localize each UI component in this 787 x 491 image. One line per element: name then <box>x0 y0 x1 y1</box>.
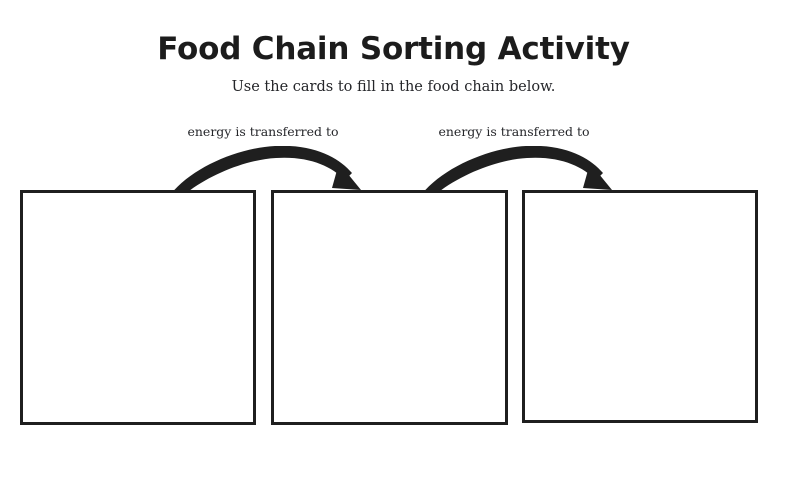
curved-arrow-right-icon <box>425 146 612 190</box>
arrow-label-1: energy is transferred to <box>187 124 339 139</box>
food-chain-slot-2[interactable] <box>271 190 508 425</box>
energy-transfer-arrow-1: energy is transferred to <box>163 124 363 190</box>
curved-arrow-right-icon <box>174 146 361 190</box>
food-chain-slot-3[interactable] <box>522 190 758 423</box>
energy-transfer-arrow-2: energy is transferred to <box>414 124 614 190</box>
page-subtitle: Use the cards to fill in the food chain … <box>231 79 556 95</box>
page-title: Food Chain Sorting Activity <box>157 31 630 67</box>
arrow-label-2: energy is transferred to <box>438 124 590 139</box>
food-chain-slot-1[interactable] <box>20 190 256 425</box>
